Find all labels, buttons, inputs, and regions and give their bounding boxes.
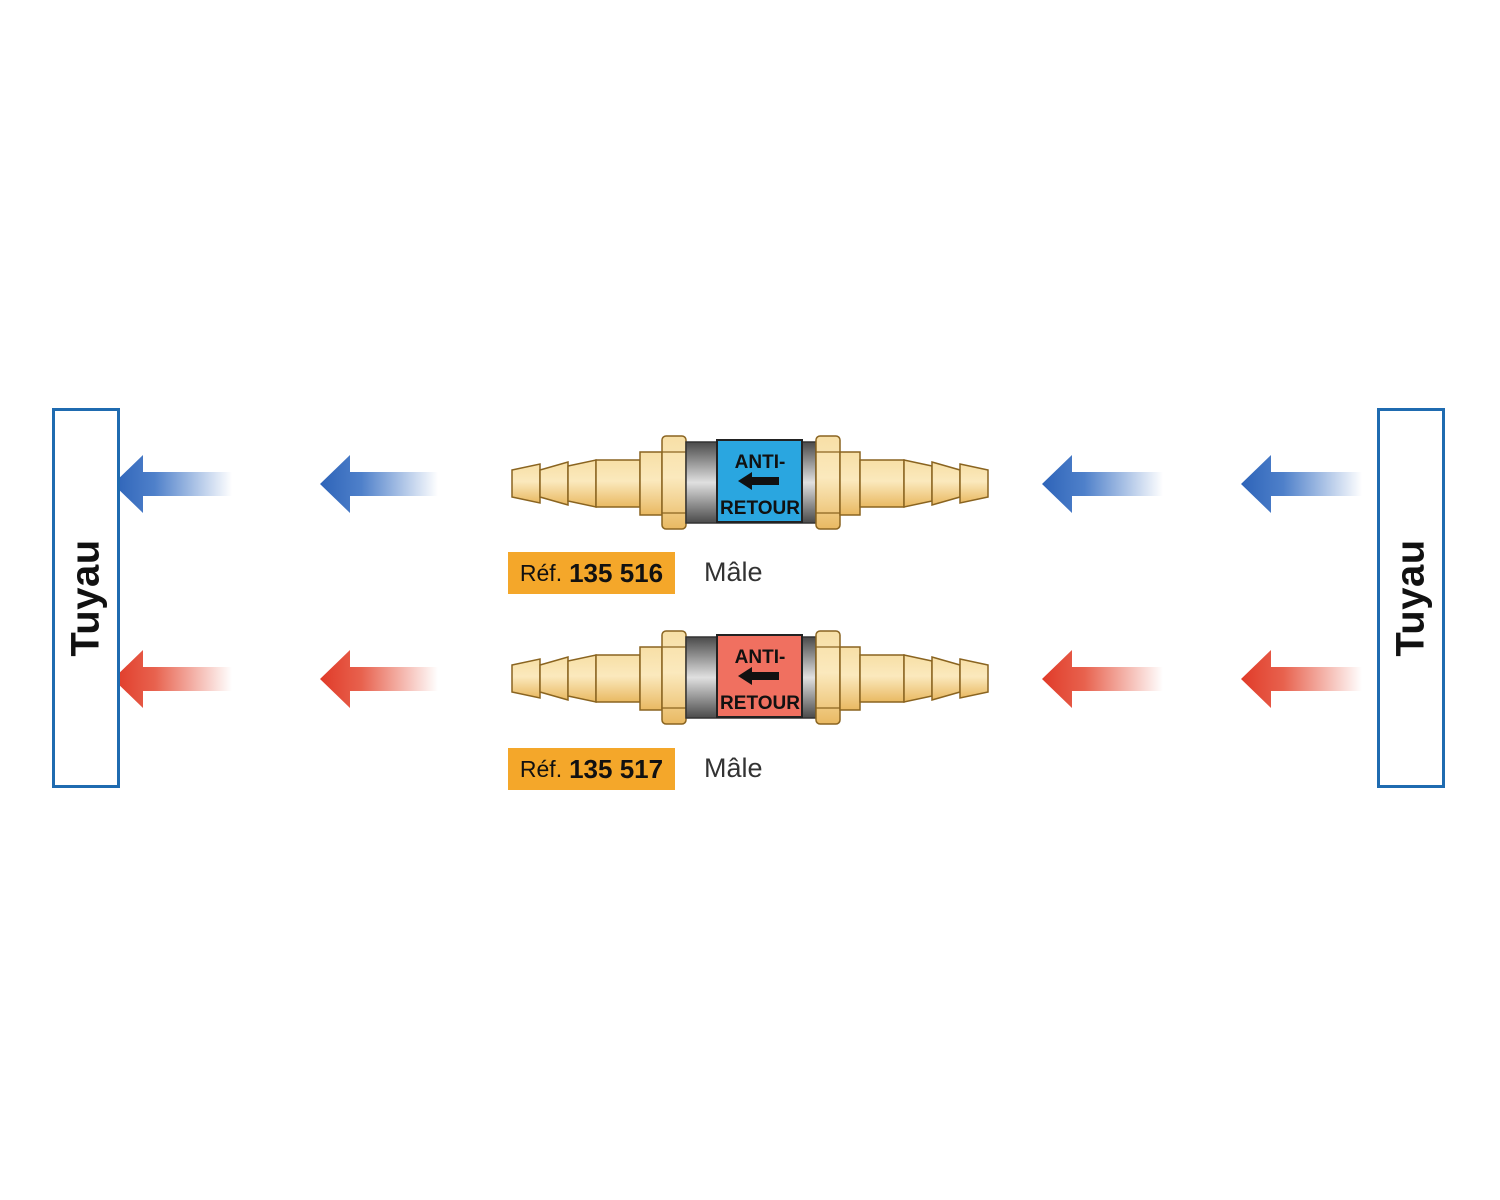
reference-prefix: Réf. [519,559,563,586]
left-arrow-icon [738,667,779,685]
hose-box-right: Tuyau [1377,408,1445,788]
hex-nut-right [815,630,841,725]
reference-prefix: Réf. [519,755,563,782]
left-arrow-icon [1241,455,1362,513]
hex-nut-left [661,435,687,530]
hose-label-right: Tuyau [1388,539,1433,657]
hose-barb-right [903,654,933,703]
hose-barb-left [539,461,569,506]
hose-box-left: Tuyau [52,408,120,788]
connection-type-label: Mâle [704,753,763,783]
valve-body-right [859,654,905,703]
label-line-2: RETOUR [720,498,800,519]
valve-shoulder-right [839,451,861,516]
left-arrow-icon [1042,455,1163,513]
check-valve-blue: ANTI- RETOUR [511,435,989,530]
hose-barb-right [931,461,961,506]
reference-badge: Réf. 135 517 [508,748,675,790]
hose-barb-right [931,656,961,701]
valve-body-left [595,459,641,508]
valve-body-right [859,459,905,508]
reference-badge: Réf. 135 516 [508,552,675,594]
hose-barb-right [959,658,989,699]
label-line-1: ANTI- [735,452,786,473]
valve-shoulder-right [839,646,861,711]
hex-nut-right [815,435,841,530]
hose-barb-right [959,463,989,504]
left-arrow-icon [113,455,232,513]
flow-arrows-red [113,650,1362,708]
left-arrow-icon [738,472,779,490]
hose-barb-left [567,459,597,508]
valve-shoulder-left [639,451,663,516]
hose-label-left: Tuyau [63,539,108,657]
check-valve-red: ANTI- RETOUR [511,630,989,725]
flow-arrows-blue [113,455,1362,513]
label-line-2: RETOUR [720,693,800,714]
left-arrow-icon [320,455,438,513]
left-arrow-icon [1241,650,1362,708]
reference-number: 135 516 [569,557,664,588]
left-arrow-icon [1042,650,1163,708]
valve-shoulder-left [639,646,663,711]
hex-nut-left [661,630,687,725]
left-arrow-icon [320,650,438,708]
label-line-1: ANTI- [735,647,786,668]
hose-barb-right [903,459,933,508]
valve-body-left [595,654,641,703]
hose-barb-left [511,658,541,699]
hose-barb-left [539,656,569,701]
connection-type-label: Mâle [704,557,763,587]
reference-number: 135 517 [569,753,664,784]
hose-barb-left [567,654,597,703]
hose-barb-left [511,463,541,504]
left-arrow-icon [113,650,232,708]
